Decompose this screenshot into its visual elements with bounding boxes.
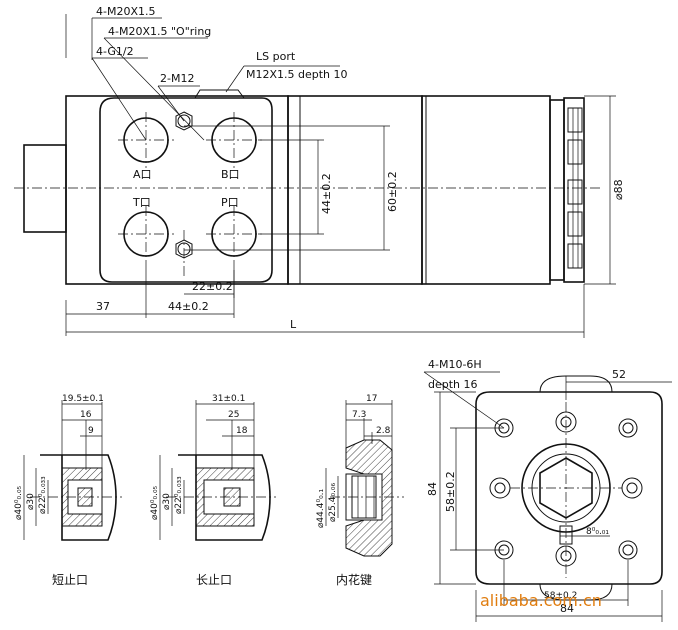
callout-ports-line2: 4-M20X1.5 "O"ring <box>108 25 211 38</box>
bolt-hole-right-icon <box>621 477 643 499</box>
short-dim-22: ⌀22⁰₀.₀₃₃ <box>38 476 48 514</box>
bolt-hole-left-icon <box>489 477 511 499</box>
short-pilot-section: 19.5±0.1 16 9 ⌀40⁰₀.₀₅ ⌀30 ⌀22⁰₀.₀₃₃ 短止口 <box>14 394 122 587</box>
flange-dim-52: 52 <box>612 368 626 381</box>
end-cap <box>549 99 565 281</box>
keyway <box>559 525 573 545</box>
flange-dim-84-vert: 84 <box>426 482 439 496</box>
callout-ports-line3: 4-G1/2 <box>96 45 134 58</box>
flange-dim-84-horiz: 84 <box>560 602 574 615</box>
dim-88-label: ⌀88 <box>612 179 625 200</box>
ls-port-line2: M12X1.5 depth 10 <box>246 68 348 81</box>
long-dim-outer: ⌀40⁰₀.₀₅ <box>150 485 160 520</box>
main-view: A口 B口 T口 P口 4-M20X1.5 4-M20X1.5 "O"ring … <box>14 5 625 338</box>
ls-port-line1: LS port <box>256 50 296 63</box>
spline-dim-28: 2.8 <box>376 426 391 436</box>
short-pilot-caption: 短止口 <box>52 573 88 587</box>
long-dim-30: ⌀30 <box>162 493 172 510</box>
callout-m12: 2-M12 <box>157 72 200 122</box>
flange-outline <box>475 391 663 585</box>
callout-ports-line1: 4-M20X1.5 <box>96 5 156 18</box>
spline-dim-17: 17 <box>366 394 377 404</box>
port-p-icon <box>206 206 262 262</box>
bolt-hole-bottom-center-icon <box>555 545 577 567</box>
spline-dim-73: 7.3 <box>352 410 366 420</box>
dim-L: L <box>66 284 585 338</box>
dim-88: ⌀88 <box>584 95 625 285</box>
long-pilot-section: 31±0.1 25 18 ⌀40⁰₀.₀₅ ⌀30 ⌀22⁰₀.₀₃₃ 长止口 <box>150 394 276 587</box>
dim-37-44: 37 44±0.2 <box>65 262 235 336</box>
short-dim-16: 16 <box>80 410 92 420</box>
flange-dim-8: 8⁰₀.₀₁ <box>586 527 609 537</box>
watermark: alibaba.com.cn <box>480 591 602 610</box>
m12-plug-bottom-icon <box>175 230 193 278</box>
spline-caption: 内花键 <box>336 572 372 587</box>
callout-m12-label: 2-M12 <box>160 72 194 85</box>
port-p-label: P口 <box>221 196 239 209</box>
long-pilot-caption: 长止口 <box>196 573 232 587</box>
flange-dim-bottom-58: 58±0.2 <box>544 591 577 601</box>
long-dim-22: ⌀22⁰₀.₀₃₃ <box>174 476 184 514</box>
flange-dim-58-vert: 58±0.2 <box>444 471 457 512</box>
long-dim-25: 25 <box>228 410 239 420</box>
port-b-icon <box>206 112 262 168</box>
callout-ls-port: LS port M12X1.5 depth 10 <box>225 50 348 93</box>
dim-22: 22±0.2 <box>184 270 235 298</box>
bolt-hole-top-right-icon <box>618 418 638 438</box>
bolt-flange <box>563 97 585 283</box>
spline-dim-inner: ⌀25.4₀.₀₆ <box>328 482 338 522</box>
motor-end <box>421 95 551 285</box>
long-dim-top: 31±0.1 <box>212 394 245 404</box>
ls-port-boss <box>194 89 245 99</box>
dim-60-label: 60±0.2 <box>386 171 399 212</box>
m12-plug-top-icon <box>175 111 193 131</box>
dim-L-label: L <box>290 318 297 331</box>
short-dim-top: 19.5±0.1 <box>62 394 104 404</box>
short-dim-9: 9 <box>88 426 94 436</box>
port-t-label: T口 <box>132 196 151 209</box>
internal-spline-section: 17 7.3 2.8 ⌀44.4⁰₀.₁ ⌀25.4₀.₀₆ 内花键 <box>316 394 404 587</box>
bolt-hole-bottom-right-icon <box>618 540 638 560</box>
spline-dim-outer: ⌀44.4⁰₀.₁ <box>316 488 326 528</box>
port-block <box>99 97 273 283</box>
short-dim-outer: ⌀40⁰₀.₀₅ <box>14 485 24 520</box>
dim-44-vert-label: 44±0.2 <box>320 173 333 214</box>
flange-callout-line2: depth 16 <box>428 378 478 391</box>
port-b-label: B口 <box>221 168 240 181</box>
dim-37-label: 37 <box>96 300 110 313</box>
dim-44-vertical: 44±0.2 <box>258 139 333 235</box>
long-dim-18: 18 <box>236 426 248 436</box>
port-t-icon <box>118 206 174 262</box>
bolt-hole-top-center-icon <box>555 411 577 433</box>
callout-ports: 4-M20X1.5 4-M20X1.5 "O"ring 4-G1/2 <box>65 5 211 141</box>
motor-body <box>287 95 423 285</box>
dim-44-horiz-label: 44±0.2 <box>168 300 209 313</box>
short-dim-30: ⌀30 <box>26 493 36 510</box>
dim-22-label: 22±0.2 <box>192 280 233 293</box>
flange-end-view: 4-M10-6H depth 16 52 84 58±0.2 8⁰₀.₀₁ 58… <box>423 358 672 622</box>
shaft-stub <box>23 144 67 233</box>
flange-callout-line1: 4-M10-6H <box>428 358 482 371</box>
dim-60: 60±0.2 <box>184 125 399 251</box>
port-a-label: A口 <box>133 168 152 181</box>
